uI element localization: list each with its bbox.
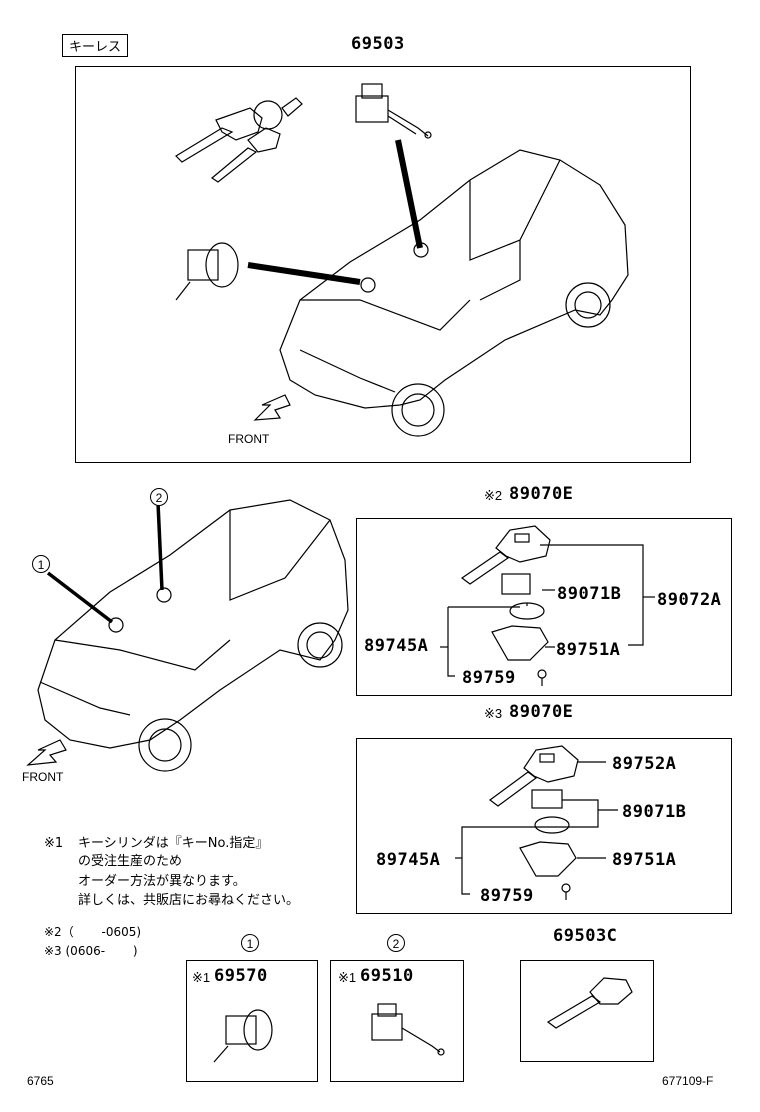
part-69503c: 69503C — [553, 926, 618, 946]
car-drawing-top — [279, 149, 629, 437]
bottom-callout-2: 2 — [387, 934, 405, 952]
kit-a-89751a: 89751A — [556, 640, 621, 660]
kit-b-frame — [356, 738, 732, 914]
keyless-tag: キーレス — [62, 34, 129, 57]
part-69570-marker: ※1 — [192, 970, 211, 985]
kit-b-89759: 89759 — [480, 886, 534, 906]
kit-b-89071b: 89071B — [622, 802, 687, 822]
kit-a-drawing — [440, 525, 655, 686]
key-cylinder-drawing — [175, 242, 239, 301]
cylinder-69570-drawing — [213, 1009, 273, 1063]
part-69570: 69570 — [214, 966, 268, 986]
footer-right: 677109-F — [662, 1074, 714, 1088]
note-1-line-4: 詳しくは、共販店にお尋ねください。 — [78, 893, 300, 908]
callout-2: 2 — [150, 488, 168, 506]
kit-a-89745a: 89745A — [364, 636, 429, 656]
kit-a-89759: 89759 — [462, 668, 516, 688]
note-1-line-3: オーダー方法が異なります。 — [78, 874, 246, 889]
part-69510: 69510 — [360, 966, 414, 986]
part-69510-marker: ※1 — [338, 970, 357, 985]
bottom-callout-1: 1 — [241, 934, 259, 952]
note-3: ※3 (0606- ) — [44, 944, 138, 958]
note-2: ※2（ -0605) — [44, 925, 142, 939]
kit-b-drawing — [455, 745, 618, 900]
switch-69510-drawing — [371, 1003, 445, 1056]
kit-a-89072a: 89072A — [657, 590, 722, 610]
kit-b-89752a: 89752A — [612, 754, 677, 774]
kit-b-89745a: 89745A — [376, 850, 441, 870]
top-front-label: FRONT — [228, 432, 270, 446]
footer-left: 6765 — [27, 1074, 54, 1088]
left-front-label: FRONT — [22, 770, 64, 784]
ignition-switch-drawing — [355, 83, 432, 139]
note-1-line-2: の受注生産のため — [78, 854, 183, 869]
kit-b-marker: ※3 — [484, 706, 503, 721]
kit-a-marker: ※2 — [484, 488, 503, 503]
kit-a-part-89070e: 89070E — [509, 484, 574, 504]
car-drawing-left — [37, 499, 349, 772]
key-69503c-drawing — [546, 977, 633, 1029]
part-number-69503: 69503 — [351, 34, 405, 54]
kit-a-89071b: 89071B — [557, 584, 622, 604]
part-box-69510 — [330, 960, 464, 1082]
key-pair-drawing — [175, 97, 303, 183]
top-panel — [75, 66, 691, 463]
kit-b-part-89070e: 89070E — [509, 702, 574, 722]
note-1-line-1: キーシリンダは『キーNo.指定』 — [78, 836, 269, 851]
kit-a-frame — [356, 518, 732, 696]
part-box-69570 — [186, 960, 318, 1082]
note-1-marker: ※1 — [44, 836, 64, 851]
part-box-69503c — [520, 960, 654, 1062]
callout-1: 1 — [32, 555, 50, 573]
kit-b-89751a: 89751A — [612, 850, 677, 870]
